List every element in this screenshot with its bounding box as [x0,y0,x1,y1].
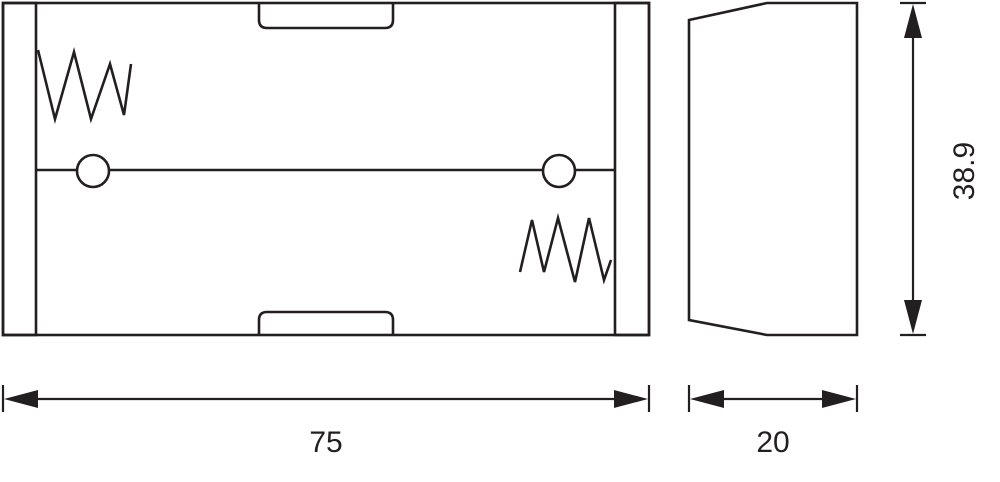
holder-side-view [687,1,859,337]
bottom-slot [257,310,395,335]
dimension-depth: 20 [687,385,859,459]
arrowhead-bottom [904,300,922,334]
spring-contact-upper [36,46,133,125]
arrowhead-depth-right [822,390,856,408]
top-slot [257,3,395,30]
arrowhead-left [4,390,38,408]
left-end-wall [1,1,38,337]
height-label: 38.9 [948,142,981,200]
spring-contact-lower [518,212,613,285]
length-label: 75 [309,426,342,459]
arrowhead-right [614,390,648,408]
holder-top-view [1,1,651,337]
right-end-wall [613,1,651,337]
arrowhead-depth-left [690,390,724,408]
dimension-height: 38.9 [900,1,981,337]
mounting-hole-left [75,153,111,189]
mounting-hole-right [541,153,577,189]
dimension-length: 75 [1,385,651,459]
arrowhead-top [904,4,922,38]
side-profile [687,1,859,337]
depth-label: 20 [756,426,789,459]
